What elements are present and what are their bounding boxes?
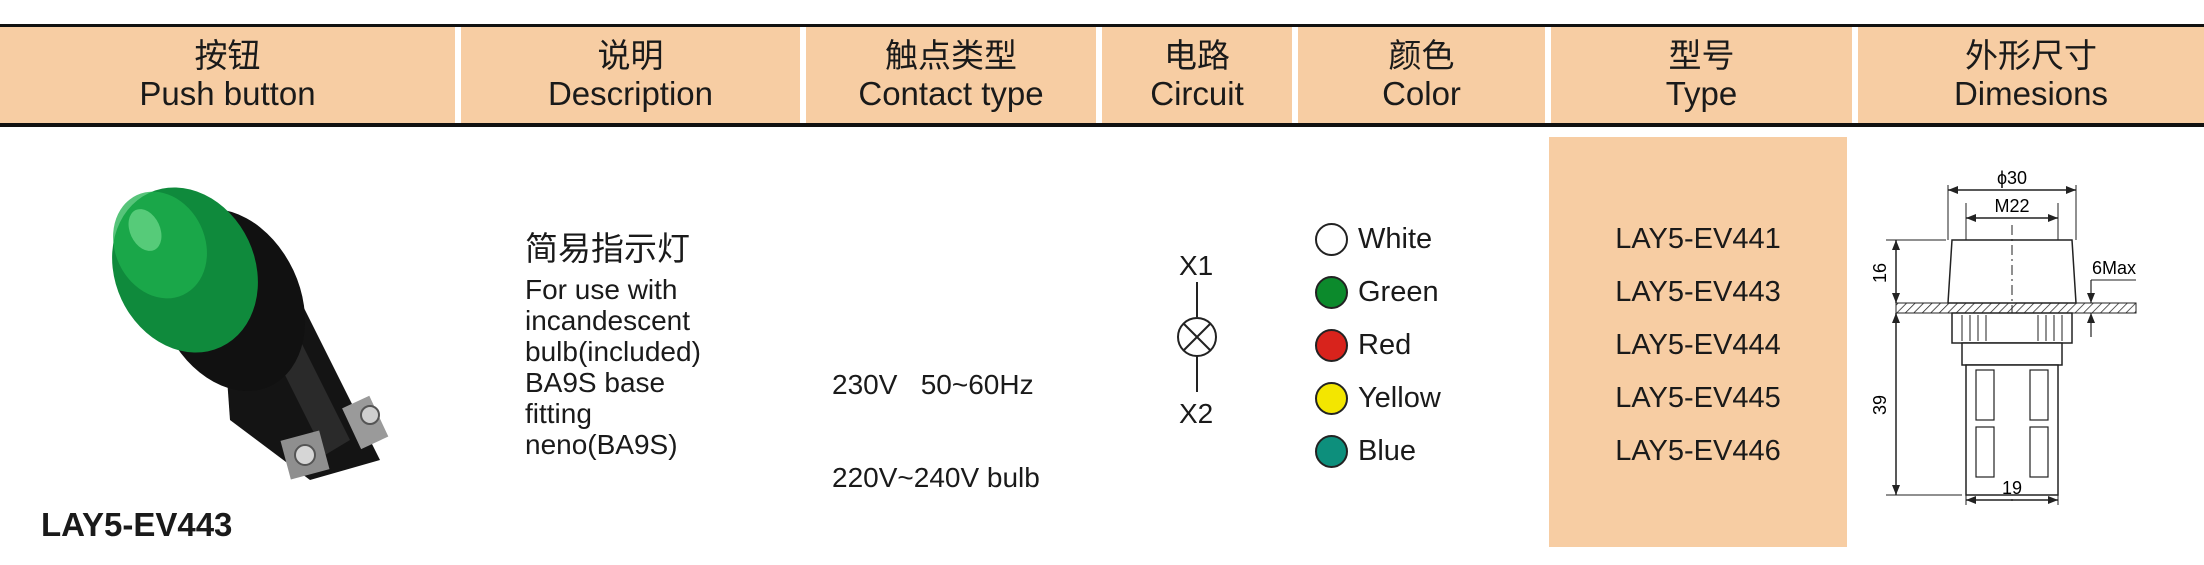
color-item-white: White bbox=[1315, 213, 1441, 266]
header-separator bbox=[800, 27, 806, 123]
header-separator bbox=[1096, 27, 1102, 123]
description-line: BA9S base bbox=[525, 367, 666, 398]
header-separator bbox=[1852, 27, 1858, 123]
lamp-symbol-icon bbox=[1177, 282, 1217, 392]
push-button-product-image bbox=[112, 187, 389, 480]
type-item: LAY5-EV445 bbox=[1615, 382, 1781, 414]
header-push-button: 按钮 Push button bbox=[0, 27, 455, 123]
color-name: Green bbox=[1358, 276, 1439, 308]
header-en: Dimesions bbox=[1953, 75, 2109, 112]
header-color: 颜色 Color bbox=[1298, 27, 1545, 123]
header-cn: 型号 bbox=[1668, 37, 1735, 74]
contact-type-block: 230V 50~60Hz 220V~240V bulb bbox=[832, 307, 1040, 524]
description-line: incandescent bbox=[525, 305, 691, 336]
description-line: For use with bbox=[525, 274, 678, 305]
white-swatch-icon bbox=[1315, 223, 1348, 256]
header-top-rule bbox=[0, 24, 2204, 27]
type-list: LAY5-EV441 LAY5-EV443 LAY5-EV444 LAY5-EV… bbox=[1549, 213, 1847, 478]
yellow-swatch-icon bbox=[1315, 382, 1348, 415]
header-cn: 触点类型 bbox=[885, 37, 1017, 74]
header-circuit: 电路 Circuit bbox=[1102, 27, 1292, 123]
contact-line: 220V~240V bulb bbox=[832, 462, 1040, 493]
header-cn: 按钮 bbox=[194, 37, 261, 74]
header-en: Contact type bbox=[858, 75, 1044, 112]
header-cn: 外形尺寸 bbox=[1965, 37, 2097, 74]
header-cn: 电路 bbox=[1164, 37, 1230, 74]
description-line: fitting bbox=[525, 398, 592, 429]
header-separator bbox=[455, 27, 461, 123]
color-name: White bbox=[1358, 223, 1433, 255]
header-type: 型号 Type bbox=[1551, 27, 1852, 123]
description-line: neno(BA9S) bbox=[525, 429, 678, 460]
color-item-yellow: Yellow bbox=[1315, 372, 1441, 425]
dim-head-height: 16 bbox=[1870, 263, 1890, 283]
description-line: bulb(included) bbox=[525, 336, 701, 367]
header-en: Type bbox=[1665, 75, 1738, 112]
color-name: Yellow bbox=[1358, 382, 1441, 414]
description-cn: 简易指示灯 bbox=[525, 230, 690, 267]
dim-diameter: ϕ30 bbox=[1997, 168, 2027, 188]
color-list: White Green Red Yellow Blue bbox=[1315, 213, 1441, 478]
dim-thread: M22 bbox=[1994, 196, 2029, 216]
red-swatch-icon bbox=[1315, 329, 1348, 362]
header-cn: 颜色 bbox=[1388, 37, 1455, 74]
header-separator bbox=[1292, 27, 1298, 123]
header-description: 说明 Description bbox=[461, 27, 800, 123]
header-en: Color bbox=[1382, 75, 1461, 112]
type-item: LAY5-EV444 bbox=[1615, 329, 1781, 361]
dimension-drawing: ϕ30 M22 16 39 6Max bbox=[1870, 168, 2137, 505]
header-en: Description bbox=[547, 75, 714, 112]
color-item-red: Red bbox=[1315, 319, 1441, 372]
type-column-background bbox=[1549, 137, 1847, 547]
header-en: Push button bbox=[139, 75, 316, 112]
circuit-x2-label: X2 bbox=[1179, 398, 1214, 429]
dim-width: 19 bbox=[2002, 478, 2022, 498]
table-header bbox=[0, 27, 2204, 123]
color-name: Red bbox=[1358, 329, 1412, 361]
header-en: Circuit bbox=[1150, 75, 1244, 112]
product-model-label: LAY5-EV443 bbox=[41, 506, 233, 543]
contact-line: 230V 50~60Hz bbox=[832, 369, 1034, 400]
color-item-green: Green bbox=[1315, 266, 1441, 319]
header-contact-type: 触点类型 Contact type bbox=[806, 27, 1096, 123]
dim-panel: 6Max bbox=[2092, 258, 2136, 278]
green-swatch-icon bbox=[1315, 276, 1348, 309]
header-dimensions: 外形尺寸 Dimesions bbox=[1858, 27, 2204, 123]
header-cn: 说明 bbox=[597, 37, 664, 74]
color-name: Blue bbox=[1358, 435, 1417, 467]
dim-body-height: 39 bbox=[1870, 395, 1890, 415]
header-bottom-rule bbox=[0, 123, 2204, 127]
description-block: 简易指示灯 For use with incandescent bulb(inc… bbox=[525, 230, 701, 460]
blue-swatch-icon bbox=[1315, 435, 1348, 468]
type-item: LAY5-EV441 bbox=[1615, 223, 1781, 255]
type-item: LAY5-EV446 bbox=[1615, 435, 1781, 467]
circuit-x1-label: X1 bbox=[1179, 250, 1214, 281]
header-separator bbox=[1545, 27, 1551, 123]
color-item-blue: Blue bbox=[1315, 425, 1441, 478]
type-item: LAY5-EV443 bbox=[1615, 276, 1781, 308]
